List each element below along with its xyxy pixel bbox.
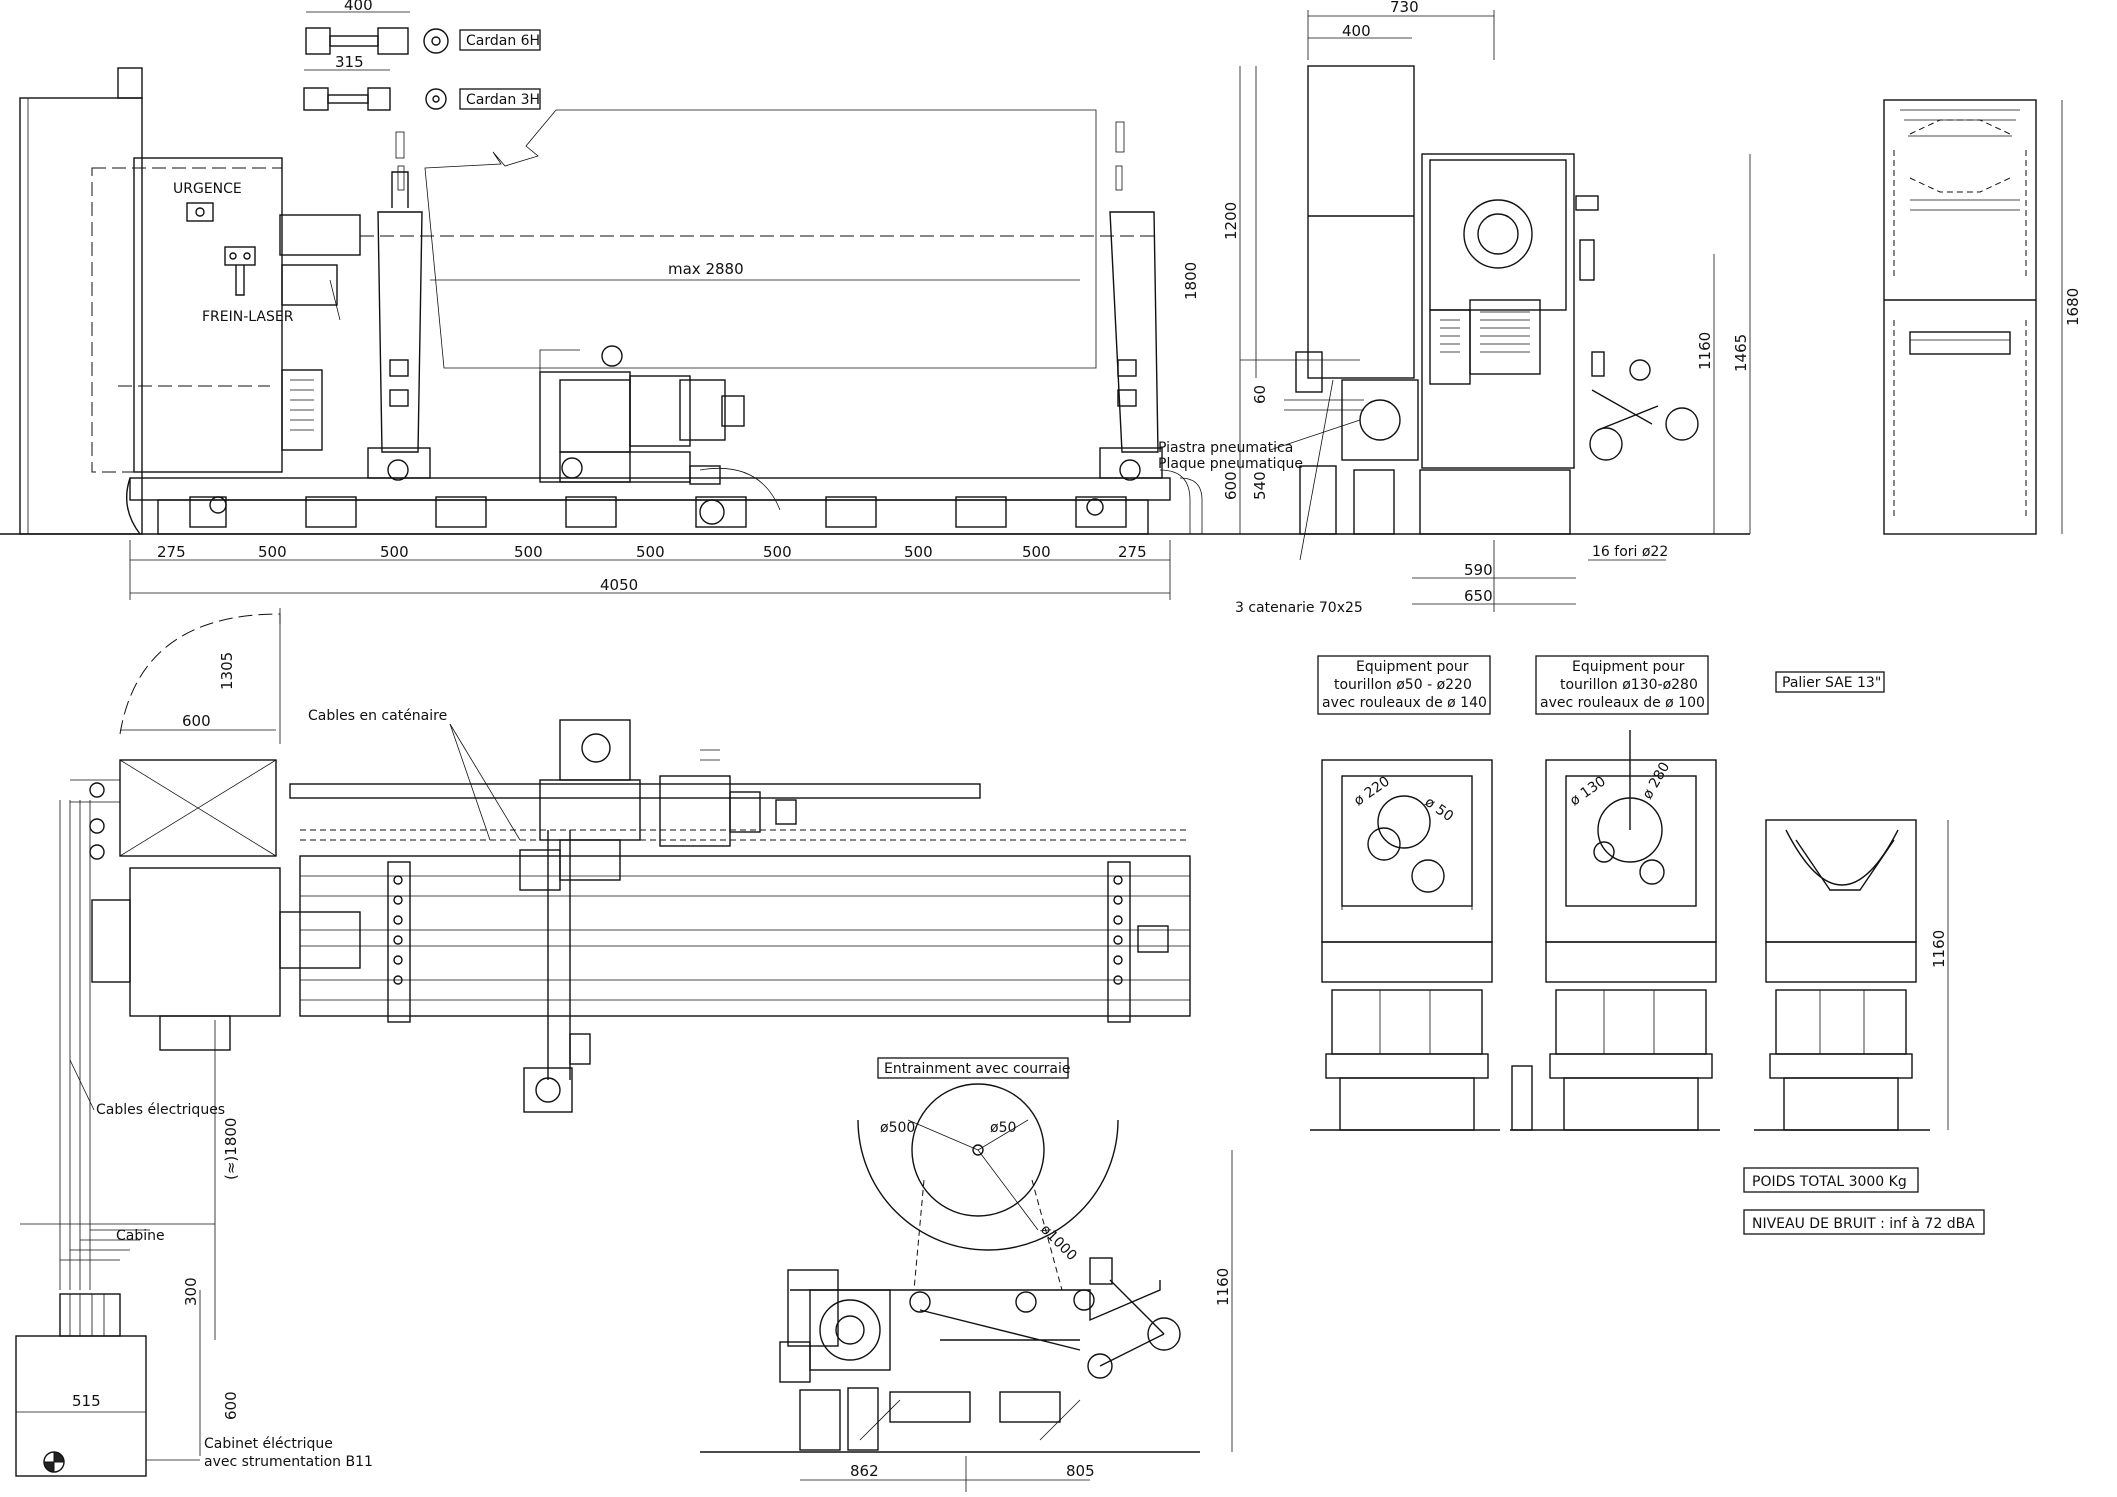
frein-laser-label: FREIN-LASER bbox=[202, 309, 294, 325]
dim-600b-plan: 600 bbox=[222, 1391, 240, 1420]
dim-500-5: 500 bbox=[763, 543, 792, 561]
dim-500-4: 500 bbox=[636, 543, 665, 561]
dim-300-plan: 300 bbox=[182, 1277, 200, 1306]
cardan-3h-dim: 315 bbox=[335, 53, 364, 71]
dim-515: 515 bbox=[72, 1392, 101, 1410]
dim-1160-palier: 1160 bbox=[1930, 930, 1948, 968]
dim-500-6: 500 bbox=[904, 543, 933, 561]
dim-500-1: 500 bbox=[258, 543, 287, 561]
dim-590: 590 bbox=[1464, 561, 1493, 579]
catenarie-label: 3 catenarie 70x25 bbox=[1235, 600, 1363, 616]
entrainement-label: Entrainment avec courraie bbox=[884, 1061, 1070, 1077]
dim-500-3: 500 bbox=[514, 543, 543, 561]
dim-1200: 1200 bbox=[1222, 202, 1240, 240]
piastra-label: Piastra pneumatica bbox=[1158, 440, 1293, 456]
dim-1680: 1680 bbox=[2064, 288, 2082, 326]
dim-500-2: 500 bbox=[380, 543, 409, 561]
equip1-line2: tourillon ø50 - ø220 bbox=[1334, 677, 1472, 693]
d1000-label: ø1000 bbox=[1037, 1222, 1080, 1265]
dim-540: 540 bbox=[1251, 471, 1269, 500]
equipment-views: Equipment pour tourillon ø50 - ø220 avec… bbox=[1310, 655, 1985, 1235]
cabinet-front-view: 1680 bbox=[1883, 99, 2082, 535]
max-length-dim: max 2880 bbox=[668, 260, 744, 278]
dim-805: 805 bbox=[1066, 1462, 1095, 1480]
dim-1800: 1800 bbox=[1182, 262, 1200, 300]
cabinet-label-2: avec strumentation B11 bbox=[204, 1454, 373, 1470]
cardan-3h-label: Cardan 3H bbox=[466, 92, 540, 108]
d130-label: ø 130 bbox=[1567, 773, 1609, 809]
urgence-label: URGENCE bbox=[173, 181, 242, 197]
side-elevation: 730 400 3 catenarie 70x25 Piastra pneuma… bbox=[1158, 0, 1751, 616]
dim-600: 600 bbox=[1222, 471, 1240, 500]
cables-catenaire-label: Cables en caténaire bbox=[308, 708, 447, 724]
d50-label: ø 50 bbox=[1422, 794, 1456, 825]
cables-electriques-label: Cables électriques bbox=[96, 1102, 225, 1118]
cardan-6h-label: Cardan 6H bbox=[466, 33, 540, 49]
equip1-line3: avec rouleaux de ø 140 bbox=[1322, 695, 1487, 711]
dim-total: 4050 bbox=[600, 576, 638, 594]
equip2-line3: avec rouleaux de ø 100 bbox=[1540, 695, 1705, 711]
palier-label: Palier SAE 13" bbox=[1782, 675, 1881, 691]
bruit-label: NIVEAU DE BRUIT : inf à 72 dBA bbox=[1752, 1216, 1975, 1232]
equip2-line2: tourillon ø130-ø280 bbox=[1560, 677, 1698, 693]
fori-label: 16 fori ø22 bbox=[1592, 544, 1668, 560]
dim-500-7: 500 bbox=[1022, 543, 1051, 561]
dim-1160-side: 1160 bbox=[1696, 332, 1714, 370]
plaque-label: Plaque pneumatique bbox=[1158, 456, 1303, 472]
equip1-line1: Equipment pour bbox=[1356, 659, 1469, 675]
cardan-6h-dim: 400 bbox=[344, 0, 373, 14]
front-elevation: URGENCE FREIN-LASER bbox=[0, 0, 1240, 600]
cabine-label: Cabine bbox=[116, 1228, 165, 1244]
poids-label: POIDS TOTAL 3000 Kg bbox=[1752, 1174, 1907, 1190]
dim-1160-belt: 1160 bbox=[1214, 1268, 1232, 1306]
dim-1465: 1465 bbox=[1732, 334, 1750, 372]
dim-1800-plan: (≈)1800 bbox=[222, 1118, 240, 1180]
belt-drive-view: Entrainment avec courraie ø500 ø50 ø1000… bbox=[700, 1057, 1233, 1492]
dim-60: 60 bbox=[1251, 385, 1269, 404]
dim-862: 862 bbox=[850, 1462, 879, 1480]
dim-275a: 275 bbox=[157, 543, 186, 561]
d220-label: ø 220 bbox=[1351, 773, 1393, 809]
d50b-label: ø50 bbox=[990, 1120, 1016, 1136]
dim-1305: 1305 bbox=[218, 652, 236, 690]
cabinet-label-1: Cabinet éléctrique bbox=[204, 1436, 333, 1452]
d500-label: ø500 bbox=[880, 1120, 915, 1136]
equip2-line1: Equipment pour bbox=[1572, 659, 1685, 675]
plan-view: 1305 600 Cables en catén bbox=[15, 608, 1191, 1477]
dim-600-plan: 600 bbox=[182, 712, 211, 730]
dim-400-top: 400 bbox=[1342, 22, 1371, 40]
dim-650: 650 bbox=[1464, 587, 1493, 605]
dim-275b: 275 bbox=[1118, 543, 1147, 561]
dim-730: 730 bbox=[1390, 0, 1419, 16]
d280-label: ø 280 bbox=[1640, 760, 1674, 802]
